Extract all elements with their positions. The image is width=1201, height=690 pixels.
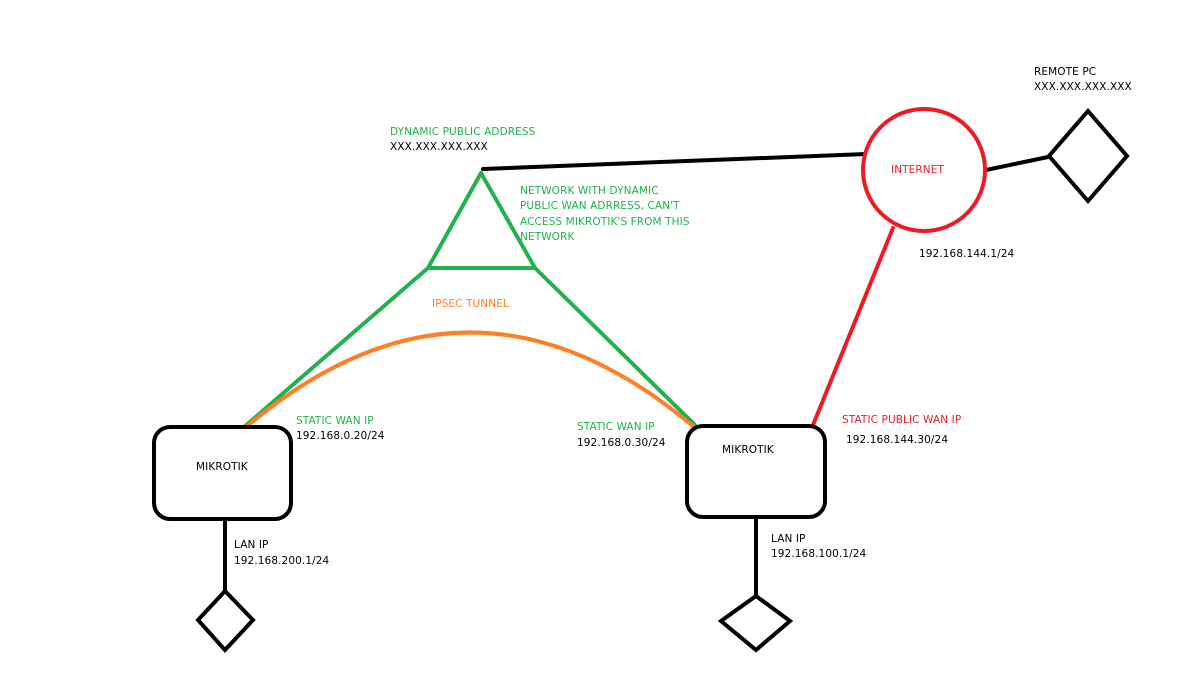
link-triangle-to-right-router <box>533 266 697 427</box>
public-wan-ip: 192.168.144.30/24 <box>846 434 948 446</box>
network-note-line-4: NETWORK <box>520 231 575 243</box>
left-wan-ip: 192.168.0.20/24 <box>296 430 385 442</box>
left-wan-label: STATIC WAN IP <box>296 415 374 427</box>
dynamic-public-ip: XXX.XXX.XXX.XXX <box>390 141 488 153</box>
dynamic-network-triangle <box>426 171 537 270</box>
link-internet-to-right-router <box>811 226 895 427</box>
remote-pc-diamond <box>1046 107 1130 205</box>
right-lan-ip: 192.168.100.1/24 <box>771 548 867 560</box>
internet-label: INTERNET <box>891 164 944 176</box>
internet-lan-ip: 192.168.144.1/24 <box>919 248 1015 260</box>
link-triangle-to-left-router <box>242 266 430 429</box>
right-router-label: MIKROTIK <box>722 444 775 456</box>
left-lan-ip: 192.168.200.1/24 <box>234 555 330 567</box>
right-router-box <box>685 424 827 519</box>
left-router-label: MIKROTIK <box>196 461 249 473</box>
left-router-box <box>152 425 293 521</box>
internet-cloud <box>861 107 987 233</box>
dynamic-public-label: DYNAMIC PUBLIC ADDRESS <box>390 126 536 138</box>
remote-pc-label: REMOTE PC <box>1034 66 1096 78</box>
link-dynamic-to-internet <box>481 152 868 171</box>
network-note-line-2: PUBLIC WAN ADRRESS, CAN'T <box>520 200 680 212</box>
ipsec-tunnel-curve <box>244 330 696 429</box>
right-lan-label: LAN IP <box>771 533 806 545</box>
right-wan-ip: 192.168.0.30/24 <box>577 437 666 449</box>
left-lan-label: LAN IP <box>234 539 269 551</box>
right-wan-label: STATIC WAN IP <box>577 421 655 433</box>
network-note-line-1: NETWORK WITH DYNAMIC <box>520 185 659 197</box>
link-internet-to-remote-pc <box>984 155 1050 172</box>
public-wan-label: STATIC PUBLIC WAN IP <box>842 414 961 426</box>
left-lan-device-diamond <box>195 588 256 653</box>
network-note-line-3: ACCESS MIKROTIK'S FROM THIS <box>520 216 690 228</box>
remote-pc-ip: XXX.XXX.XXX.XXX <box>1034 81 1132 93</box>
right-lan-device-diamond <box>717 593 794 653</box>
ipsec-tunnel-label: IPSEC TUNNEL <box>432 298 509 310</box>
